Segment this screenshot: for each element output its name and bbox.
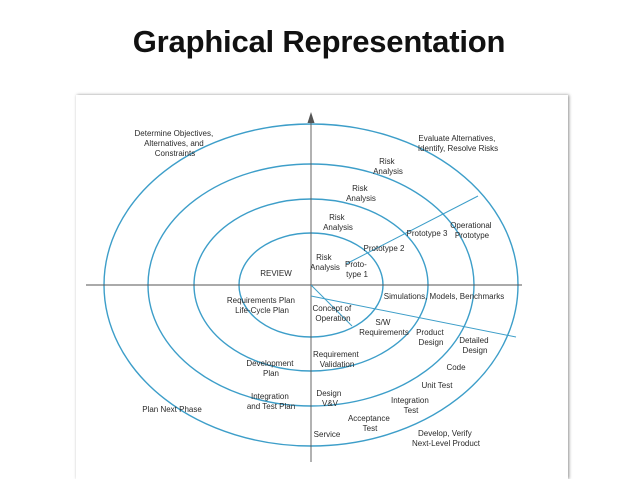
risk-analysis-inner-label: Risk Analysis	[310, 253, 340, 272]
detailed-design-label: Detailed Design	[459, 336, 491, 355]
operation-divider	[310, 284, 353, 327]
review-label: REVIEW	[260, 269, 292, 278]
requirement-validation-label: Requirement Validation	[313, 350, 361, 369]
plan-next-phase-label: Plan Next Phase	[142, 405, 202, 414]
risk-analysis-label-2: Risk Analysis	[346, 184, 376, 203]
lower-right-divider	[310, 295, 517, 338]
spiral-model-figure	[76, 95, 568, 479]
integration-test-plan-label: Integration and Test Plan	[247, 392, 295, 411]
prototype-3-label: Prototype 3	[407, 229, 448, 238]
requirements-plan-label: Requirements Plan Life-Cycle Plan	[227, 296, 297, 315]
sw-requirements-label: S/W Requirements	[359, 318, 409, 337]
prototype-divider	[345, 195, 479, 265]
prototype-1-label: Proto- type 1	[345, 260, 369, 279]
product-design-label: Product Design	[416, 328, 446, 347]
development-plan-label: Development Plan	[246, 359, 295, 378]
concept-of-operation-label: Concept of Operation	[313, 304, 354, 323]
unit-test-label: Unit Test	[422, 381, 454, 390]
integration-test-label: Integration Test	[391, 396, 431, 415]
design-vv-label: Design V&V	[316, 389, 343, 408]
acceptance-test-label: Acceptance Test	[348, 414, 392, 433]
quadrant-axes	[86, 112, 522, 462]
evaluate-alternatives-label: Evaluate Alternatives, Identify, Resolve…	[418, 134, 498, 153]
risk-analysis-label-3: Risk Analysis	[323, 213, 353, 232]
service-label: Service	[314, 430, 341, 439]
determine-objectives-label: Determine Objectives, Alternatives, and …	[135, 129, 216, 158]
prototype-2-label: Prototype 2	[364, 244, 405, 253]
operational-prototype-label: Operational Prototype	[450, 221, 494, 240]
risk-analysis-outer-label: Risk Analysis	[373, 157, 403, 176]
diagram-labels: Determine Objectives, Alternatives, and …	[135, 129, 505, 448]
vertical-axis-arrowhead	[307, 112, 315, 123]
develop-verify-label: Develop, Verify Next-Level Product	[412, 429, 481, 448]
page-title: Graphical Representation	[132, 24, 506, 59]
simulations-label: Simulations, Models, Benchmarks	[384, 292, 505, 301]
code-label: Code	[446, 363, 466, 372]
